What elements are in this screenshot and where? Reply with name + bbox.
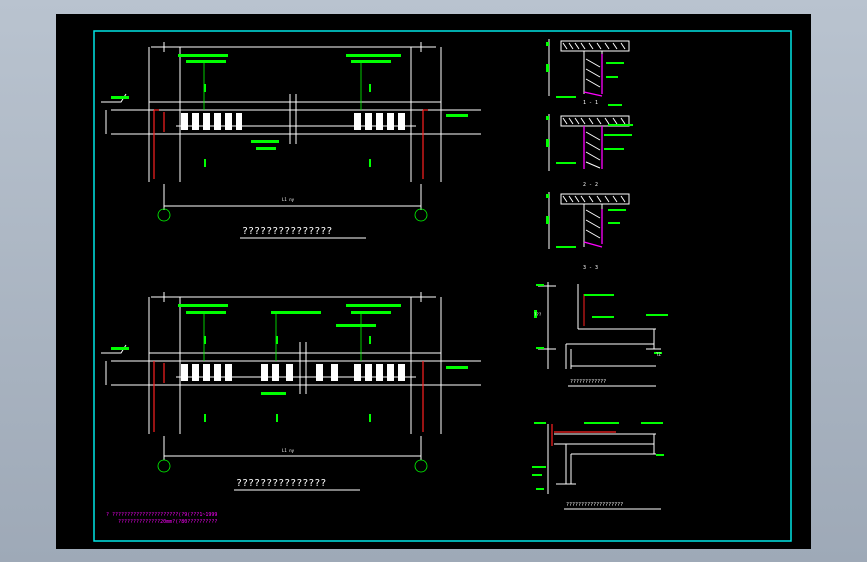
bottom-rebar	[153, 361, 424, 432]
elev-label: TZ	[656, 352, 661, 357]
drawing-frame	[93, 30, 792, 542]
bottom-annotations	[111, 304, 468, 473]
footnote-line1: ? ??????????????????????(?9(???1~1999	[106, 512, 217, 518]
detail3-label: 3 - 3	[583, 265, 598, 271]
wall-detail-a	[538, 282, 661, 369]
cad-drawing: L1 ny ???????????????	[93, 30, 792, 542]
detail3-magenta	[583, 209, 603, 248]
detail-section-3	[548, 192, 630, 249]
top-elevation	[101, 42, 481, 210]
detail1-label: 1 - 1	[583, 100, 598, 106]
bottom-elevation	[101, 292, 481, 460]
wall-detail-b-annot	[532, 422, 664, 490]
detail-section-1	[548, 39, 630, 96]
detail-annotations	[546, 42, 633, 248]
detail2-label: 2 - 2	[583, 182, 598, 188]
top-annotations	[111, 54, 468, 222]
detail1-magenta	[583, 54, 603, 97]
bottom-title: ???????????????	[236, 478, 326, 489]
top-title: ???????????????	[242, 226, 332, 237]
top-span-label: L1 ny	[282, 197, 295, 202]
axis-label: ???	[534, 312, 542, 317]
wall-detail-a-annot	[534, 284, 668, 354]
detail2-magenta	[583, 126, 603, 169]
bottom-span-label: L1 ny	[282, 448, 295, 453]
wall-detail-b	[547, 424, 656, 494]
right-caption-2: ???????????????????	[566, 502, 623, 508]
footnote-line2: ??????????????20mm?(?80??????????	[118, 519, 217, 525]
top-rebar	[153, 109, 428, 179]
right-caption-1: ????????????	[570, 379, 606, 385]
drawing-sheet: L1 ny ???????????????	[56, 14, 811, 549]
wall-detail-b-rebar	[551, 424, 616, 446]
